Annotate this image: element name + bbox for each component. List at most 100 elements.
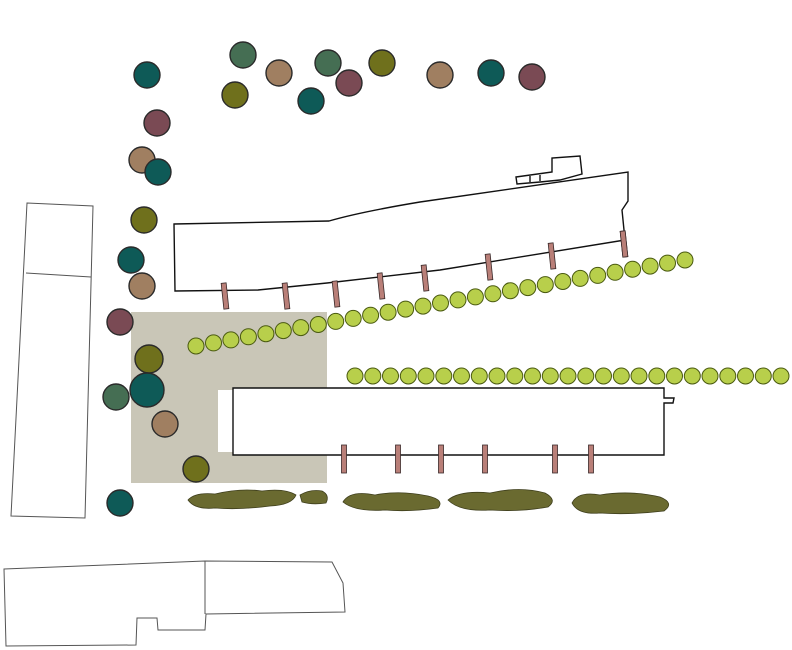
row-tree (417, 367, 435, 385)
row-tree (641, 257, 659, 275)
row-tree (719, 367, 737, 385)
row-tree (327, 312, 345, 330)
row-tree (589, 266, 607, 284)
maroon-tree (335, 69, 363, 97)
row-tree (466, 288, 484, 306)
row-tree (414, 297, 432, 315)
post (438, 444, 444, 474)
row-tree (382, 367, 399, 385)
row-tree (666, 367, 683, 385)
row-tree (676, 251, 694, 269)
row-tree (379, 303, 397, 321)
left-building-divider (25, 272, 92, 278)
tan-tree (128, 272, 156, 300)
row-tree (449, 291, 467, 309)
upper-posts (220, 230, 629, 310)
maroon-tree (518, 63, 546, 91)
teal-tree (106, 489, 134, 517)
post (547, 242, 557, 270)
row-tree (362, 306, 380, 324)
row-tree (519, 279, 537, 297)
row-tree (772, 367, 790, 385)
shrub-bed (447, 489, 553, 511)
row-tree (364, 367, 382, 385)
row-tree (577, 367, 595, 385)
maroon-tree (143, 109, 171, 137)
post (220, 282, 230, 310)
post (331, 280, 341, 308)
row-tree (554, 273, 572, 290)
row-tree (205, 334, 222, 352)
row-tree (541, 367, 559, 385)
teal-tree (477, 59, 505, 87)
row-tree (683, 367, 701, 385)
post (619, 230, 629, 258)
scattered-trees (102, 41, 546, 517)
row-tree (524, 367, 541, 385)
row-tree (257, 325, 275, 343)
row-tree (239, 328, 257, 346)
green-tree (314, 49, 342, 77)
row-tree (606, 263, 624, 281)
row-tree (659, 254, 676, 272)
olive-tree (368, 49, 396, 77)
green-tree (102, 383, 130, 411)
olive-tree (134, 344, 164, 374)
upper-building-annex (515, 155, 583, 185)
upper-building-annex-detail (529, 175, 541, 182)
lower-building-outline (232, 387, 675, 456)
row-tree (488, 367, 506, 385)
row-tree (612, 367, 630, 385)
shrub-beds (187, 489, 669, 515)
row-tree (559, 367, 577, 385)
post (281, 282, 291, 310)
teal-tree (129, 372, 165, 408)
row-tree (399, 367, 417, 385)
row-tree (754, 367, 772, 385)
post (395, 444, 401, 474)
row-tree (397, 300, 415, 318)
upper-tree-row (187, 251, 694, 355)
row-tree (501, 282, 519, 300)
teal-tree (297, 87, 325, 115)
shrub-bed (299, 490, 328, 505)
row-tree (435, 367, 453, 385)
post (588, 444, 594, 474)
paved-plaza (131, 312, 327, 483)
row-tree (309, 316, 327, 333)
row-tree (453, 367, 470, 385)
row-tree (274, 322, 292, 340)
tan-tree (265, 59, 293, 87)
bottom-building-outline (3, 560, 346, 647)
row-tree (292, 319, 310, 337)
post (376, 272, 386, 300)
shrub-bed (187, 489, 297, 510)
row-tree (187, 337, 205, 355)
row-tree (344, 309, 362, 327)
maroon-tree (106, 308, 134, 336)
olive-tree (130, 206, 158, 234)
olive-tree (182, 455, 210, 483)
row-tree (595, 367, 612, 385)
tan-tree (151, 410, 179, 438)
upper-building-outline (173, 171, 629, 292)
lower-tree-row (346, 367, 790, 385)
row-tree (571, 269, 589, 287)
post (420, 264, 430, 292)
row-tree (484, 285, 502, 303)
green-tree (229, 41, 257, 69)
post (552, 444, 558, 474)
row-tree (470, 367, 488, 385)
tan-tree (426, 61, 454, 89)
row-tree (506, 367, 524, 385)
post (482, 444, 488, 474)
row-tree (346, 367, 364, 385)
teal-tree (117, 246, 145, 274)
row-tree (701, 367, 719, 385)
row-tree (630, 367, 648, 385)
olive-tree (221, 81, 249, 109)
row-tree (737, 367, 754, 385)
teal-tree (133, 61, 161, 89)
row-tree (648, 367, 666, 385)
post (484, 253, 494, 281)
